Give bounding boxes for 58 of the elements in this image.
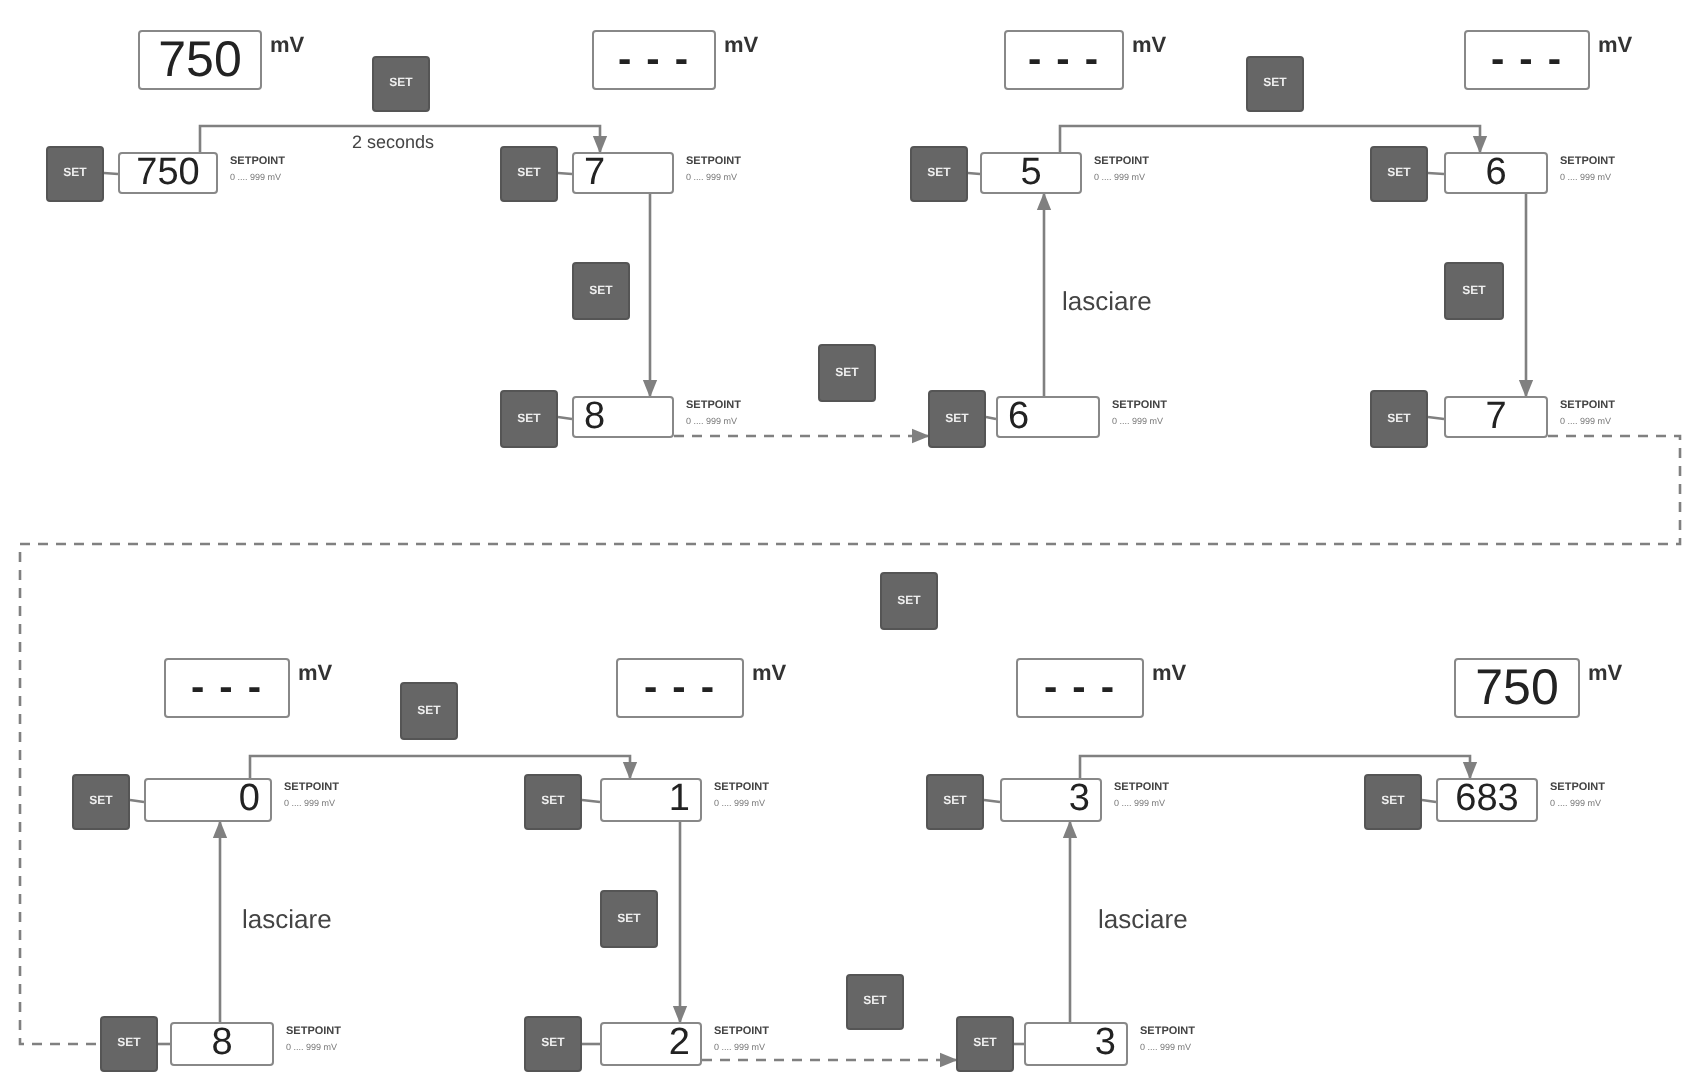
arrow: [1058, 124, 1488, 154]
value-box: 8: [572, 396, 674, 438]
value-box: 683: [1436, 778, 1538, 822]
connector-line: [129, 798, 145, 804]
connector-line: [557, 171, 573, 176]
arrow: [198, 124, 608, 154]
value-box: 8: [170, 1022, 274, 1066]
display-panel: - - -: [1016, 658, 1144, 718]
value-box: 6: [1444, 152, 1548, 194]
value-box: 0: [144, 778, 272, 822]
display-panel: 750: [1454, 658, 1580, 718]
dashed-arrow: [674, 428, 930, 444]
connector-line: [1427, 415, 1445, 421]
connector-line: [985, 415, 997, 421]
display-panel: - - -: [592, 30, 716, 90]
unit-label: mV: [270, 34, 305, 58]
edge-label: lasciare: [1096, 904, 1190, 934]
edge-label: 2 seconds: [350, 132, 437, 152]
display-panel: - - -: [616, 658, 744, 718]
value-box: 3: [1024, 1022, 1128, 1066]
value-box: 2: [600, 1022, 702, 1066]
unit-label: mV: [724, 34, 759, 58]
connector-line: [581, 798, 601, 804]
value-box: 6: [996, 396, 1100, 438]
display-panel: - - -: [164, 658, 290, 718]
arrow: [672, 822, 688, 1024]
edge-label: lasciare: [1060, 286, 1154, 316]
value-box: 1: [600, 778, 702, 822]
connector-line: [967, 171, 981, 176]
display-panel: - - -: [1004, 30, 1124, 90]
unit-label: mV: [1152, 662, 1187, 686]
value-box: 7: [1444, 396, 1548, 438]
unit-label: mV: [298, 662, 333, 686]
unit-label: mV: [752, 662, 787, 686]
connector-line: [1421, 798, 1437, 804]
dashed-arrow: [702, 1052, 958, 1068]
display-panel: - - -: [1464, 30, 1590, 90]
connector-line: [557, 415, 573, 421]
arrow: [1078, 754, 1478, 780]
dashed-line: [18, 434, 1682, 1046]
arrow: [1036, 192, 1052, 396]
value-box: 3: [1000, 778, 1102, 822]
connector-line: [1427, 171, 1445, 176]
display-panel: 750: [138, 30, 262, 90]
connector-line: [983, 798, 1001, 804]
arrow: [212, 820, 228, 1022]
arrow: [642, 194, 658, 398]
arrow: [248, 754, 638, 780]
connector-line: [103, 171, 119, 176]
unit-label: mV: [1598, 34, 1633, 58]
edge-label: lasciare: [240, 904, 334, 934]
arrow: [1062, 820, 1078, 1022]
arrow: [1518, 194, 1534, 398]
value-box: 5: [980, 152, 1082, 194]
value-box: 750: [118, 152, 218, 194]
unit-label: mV: [1132, 34, 1167, 58]
value-box: 7: [572, 152, 674, 194]
unit-label: mV: [1588, 662, 1623, 686]
